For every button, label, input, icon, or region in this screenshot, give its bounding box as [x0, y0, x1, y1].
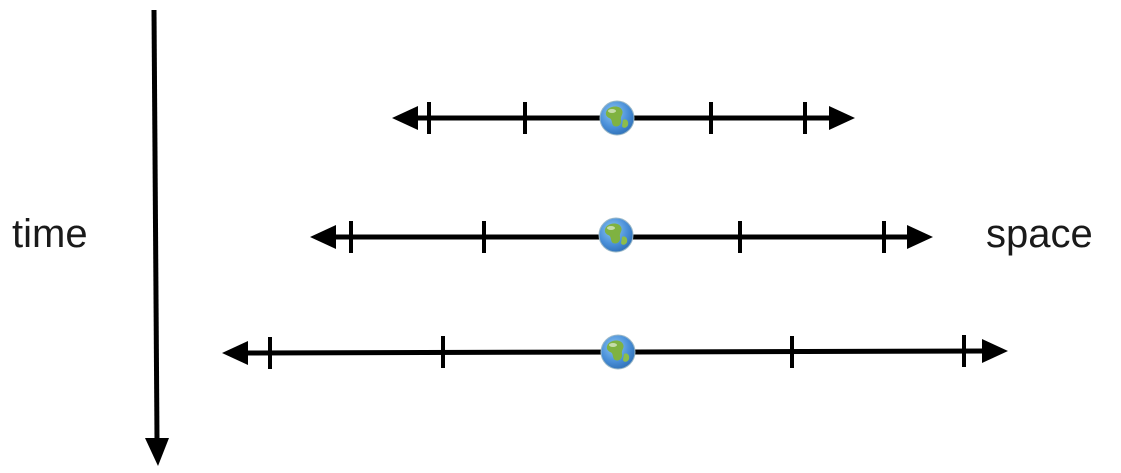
earth-globe-icon	[599, 218, 633, 252]
right-arrowhead-3	[982, 339, 1008, 363]
time-axis-line	[154, 10, 157, 440]
space-axis-label: space	[986, 214, 1093, 254]
right-arrowhead-2	[907, 225, 933, 249]
earth-globe-icon	[601, 335, 635, 369]
space-row-1	[392, 101, 855, 135]
space-row-3	[222, 335, 1008, 369]
left-arrowhead-1	[392, 106, 418, 130]
time-axis-arrowhead	[145, 438, 169, 466]
right-arrowhead-1	[829, 106, 855, 130]
earth-globe-icon	[600, 101, 634, 135]
left-arrowhead-3	[222, 341, 248, 365]
time-axis-label: time	[12, 214, 88, 254]
time-axis	[145, 10, 169, 466]
space-row-2	[310, 218, 933, 253]
left-arrowhead-2	[310, 225, 336, 249]
